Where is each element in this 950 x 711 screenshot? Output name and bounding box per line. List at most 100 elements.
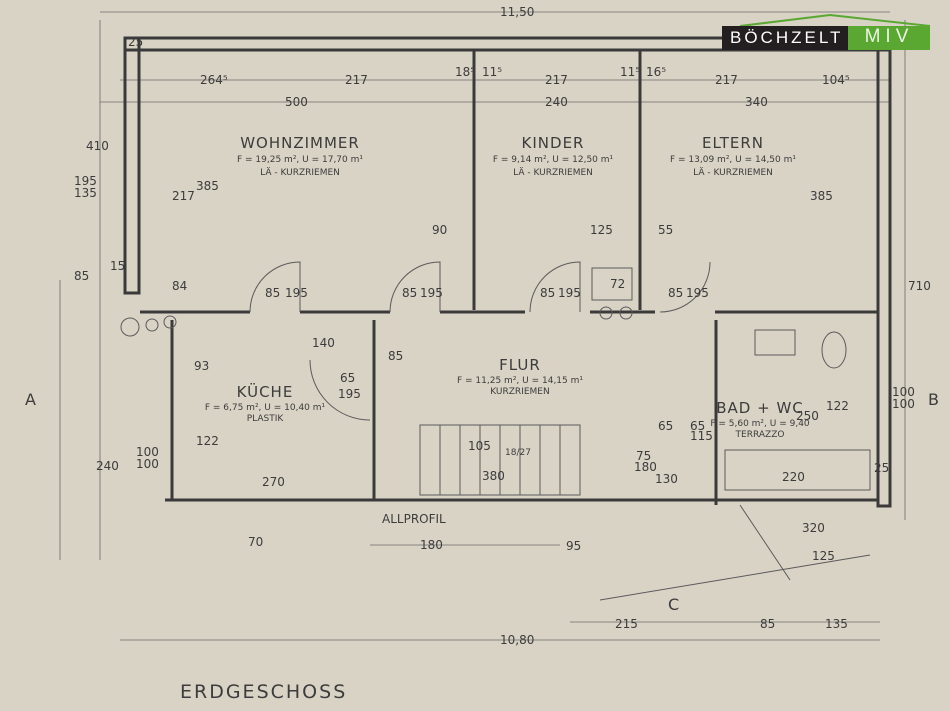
dim: 85 (402, 286, 417, 300)
room-name-eltern: ELTERN (702, 134, 764, 152)
dim: 65 (690, 419, 705, 433)
dim: 72 (610, 277, 625, 291)
dim: 75 (636, 449, 651, 463)
dim: 195 (420, 286, 443, 300)
dim: 93 (194, 359, 209, 373)
section-b-marker: B (928, 390, 939, 409)
plan-title: ERDGESCHOSS (180, 681, 347, 703)
dim: 95 (566, 539, 581, 553)
room-area-wohnzimmer: F = 19,25 m², U = 17,70 m¹ (237, 155, 363, 165)
logo-roof-icon (740, 13, 931, 27)
room-floor-kinder: LÄ - KURZRIEMEN (513, 167, 593, 178)
dim: 195 (338, 387, 361, 401)
dim: 240 (96, 459, 119, 473)
dim: 100 (136, 445, 159, 459)
dim: 105 (468, 439, 491, 453)
dim: 65 (658, 419, 673, 433)
room-name-wohnzimmer: WOHNZIMMER (240, 134, 360, 152)
dim: 180 (634, 460, 657, 474)
room-floor-bad: TERRAZZO (735, 430, 785, 440)
room-area-eltern: F = 13,09 m², U = 14,50 m¹ (670, 155, 796, 165)
dim: 18⁵ (455, 65, 475, 79)
dim: 85 (74, 269, 89, 283)
room-area-kueche: F = 6,75 m², U = 10,40 m¹ (205, 403, 326, 413)
dim: 11⁵ (620, 65, 640, 79)
room-name-kinder: KINDER (522, 134, 585, 152)
dim: 10,80 (500, 633, 534, 647)
dimension-labels: 11,50 264⁵ 217 18⁵ 11⁵ 217 11⁵ 16⁵ 217 1… (74, 5, 931, 647)
dim: 115 (690, 429, 713, 443)
dim: 100 (892, 385, 915, 399)
dim: 215 (615, 617, 638, 631)
room-area-kinder: F = 9,14 m², U = 12,50 m¹ (493, 155, 614, 165)
room-floor-eltern: LÄ - KURZRIEMEN (693, 167, 773, 178)
dimension-lines (59, 11, 906, 641)
dim: 122 (826, 399, 849, 413)
dim: 195 (558, 286, 581, 300)
dim: 122 (196, 434, 219, 448)
dim: 195 (686, 286, 709, 300)
room-name-bad: BAD + WC (716, 399, 804, 417)
section-a-marker: A (25, 390, 36, 409)
room-floor-kueche: PLASTIK (247, 414, 285, 424)
dim: 25 (128, 35, 143, 49)
dim: 125 (812, 549, 835, 563)
dim: 195 (285, 286, 308, 300)
dim: 104⁵ (822, 73, 850, 87)
dim: 195 (74, 174, 97, 188)
dim: 240 (545, 95, 568, 109)
room-name-kueche: KÜCHE (237, 382, 294, 401)
dim: 217 (345, 73, 368, 87)
dim: 85 (668, 286, 683, 300)
dim: 340 (745, 95, 768, 109)
dim: 250 (796, 409, 819, 423)
dim: 84 (172, 279, 187, 293)
dim: 140 (312, 336, 335, 350)
dim: 65 (340, 371, 355, 385)
room-floor-wohnzimmer: LÄ - KURZRIEMEN (260, 167, 340, 178)
dim: 217 (545, 73, 568, 87)
room-area-bad: F = 5,60 m², U = 9,40 (710, 419, 810, 429)
dim: 11⁵ (482, 65, 502, 79)
dim: 135 (825, 617, 848, 631)
dim: 320 (802, 521, 825, 535)
allprofil-label: ALLPROFIL (382, 512, 446, 526)
logo-suffix: MIV (848, 26, 930, 50)
company-logo: BÖCHZELT MIV (722, 26, 930, 50)
room-name-flur: FLUR (499, 356, 541, 374)
dim: 380 (482, 469, 505, 483)
room-area-flur: F = 11,25 m², U = 14,15 m¹ (457, 376, 583, 386)
dim: 85 (540, 286, 555, 300)
room-floor-flur: KURZRIEMEN (490, 387, 549, 397)
dim: 217 (715, 73, 738, 87)
dim: 90 (432, 223, 447, 237)
dim: 217 (172, 189, 195, 203)
stairs-ratio: 18/27 (505, 448, 531, 458)
dim: 180 (420, 538, 443, 552)
dim: 11,50 (500, 5, 534, 19)
dim: 100 (892, 397, 915, 411)
dim: 85 (760, 617, 775, 631)
dim: 85 (388, 349, 403, 363)
dim: 410 (86, 139, 109, 153)
dim: 70 (248, 535, 263, 549)
dim: 264⁵ (200, 73, 228, 87)
dim: 135 (74, 186, 97, 200)
dim: 15 (110, 259, 125, 273)
dim: 385 (196, 179, 219, 193)
dim: 85 (265, 286, 280, 300)
dim: 16⁵ (646, 65, 666, 79)
section-c-marker: C (668, 595, 679, 614)
dim: 125 (590, 223, 613, 237)
dim: 100 (136, 457, 159, 471)
dim: 25 (874, 461, 889, 475)
dim: 270 (262, 475, 285, 489)
dim: 500 (285, 95, 308, 109)
dim: 130 (655, 472, 678, 486)
logo-brand: BÖCHZELT (722, 26, 848, 50)
dim: 55 (658, 223, 673, 237)
dim: 385 (810, 189, 833, 203)
staircase (419, 424, 871, 601)
dim: 220 (782, 470, 805, 484)
